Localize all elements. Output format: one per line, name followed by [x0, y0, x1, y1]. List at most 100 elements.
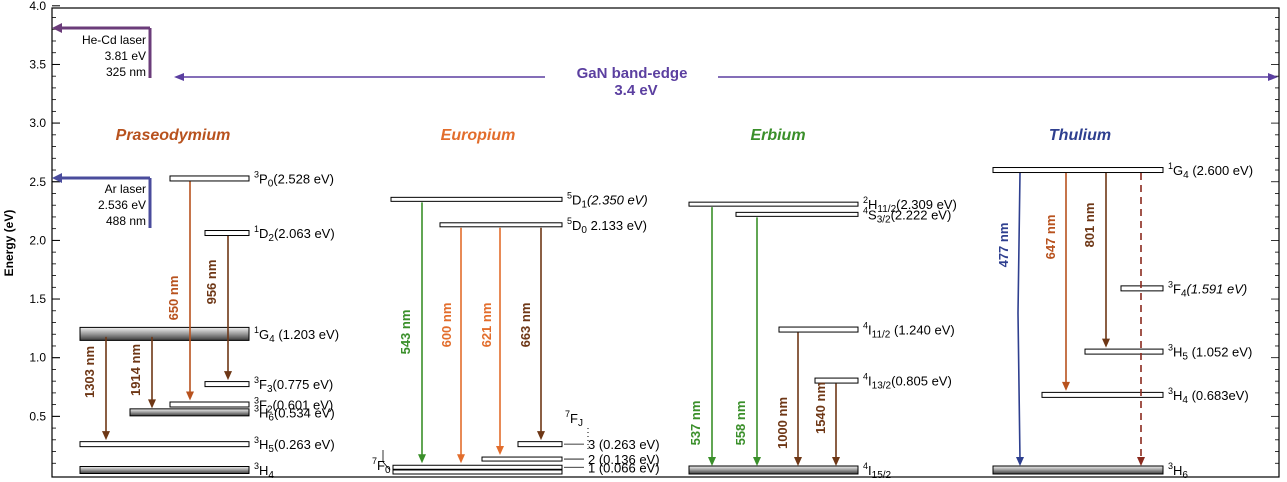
arrowhead-pr_956: [224, 371, 232, 381]
arrowhead-eu_663: [537, 431, 545, 441]
level-pr_1G4: [79, 326, 250, 341]
level-er_4I132: [814, 377, 859, 384]
gan-arrowhead-right: [1268, 73, 1278, 81]
arrowhead-tm_477: [1016, 457, 1024, 466]
arrowhead-pr_1303: [102, 431, 110, 441]
y-tick-label: 3.5: [29, 57, 46, 71]
gan-band-edge: GaN band-edge 3.4 eV: [174, 65, 1278, 99]
hecd-laser-arrowhead: [52, 23, 62, 33]
label-er_4I132: 4I13/2(0.805 eV): [863, 372, 952, 392]
label-pr_3P0: 3P0(2.528 eV): [254, 169, 334, 189]
arrowhead-tm_dashed: [1137, 457, 1145, 466]
europium-7f-manifold: [382, 428, 589, 471]
label-pr_1D2: 1D2(2.063 eV): [254, 224, 335, 244]
y-axis-label: Energy (eV): [2, 210, 16, 277]
hecd-laser-wavelength: 325 nm: [106, 65, 146, 79]
label-er_4S32: 4S3/2(2.222 eV): [863, 205, 951, 225]
eu-7f0-bracket: [382, 461, 391, 471]
label-eu_7F1: 1 (0.066 eV): [588, 460, 660, 475]
ar-laser-wavelength: 488 nm: [106, 214, 146, 228]
level-tm_1G4: [992, 167, 1164, 174]
transition-label-eu_663: 663 nm: [518, 303, 533, 348]
transition-label-pr_956: 956 nm: [204, 260, 219, 305]
label-eu_7F2: 2 (0.136 eV): [588, 452, 660, 467]
level-er_4I112: [778, 326, 859, 333]
label-tm_3H5: 3H5 (1.052 eV): [1168, 343, 1252, 363]
ar-laser: Ar laser 2.536 eV 488 nm: [52, 173, 152, 228]
level-pr_3F3: [204, 381, 250, 388]
level-eu_7F2: [481, 456, 563, 462]
level-pr_3F2: [169, 401, 250, 408]
label-eu_7F3: 3 (0.263 eV): [588, 437, 660, 452]
label-pr_3H6: 3H6(0.534 eV): [254, 403, 335, 423]
arrowhead-er_1540: [832, 457, 840, 466]
gan-title: GaN band-edge: [577, 65, 688, 82]
y-tick-label: 1.0: [29, 351, 46, 365]
arrowhead-eu_543: [418, 454, 426, 464]
transition-label-tm_801: 801 nm: [1082, 203, 1097, 248]
right-axis-ticks: [1271, 17, 1279, 464]
level-pr_3H5: [79, 441, 250, 448]
transition-label-er_537: 537 nm: [688, 401, 703, 446]
transition-label-eu_600: 600 nm: [439, 303, 454, 348]
level-er_2H112: [688, 201, 859, 207]
level-pr_3H4: [79, 466, 250, 474]
energy-levels: [79, 167, 1164, 475]
label-pr_3F2: 3F2(0.601 eV): [254, 396, 333, 416]
hecd-laser-energy: 3.81 eV: [105, 49, 146, 63]
level-eu_7F0: [392, 469, 563, 475]
y-tick-label: 2.0: [29, 233, 46, 247]
hecd-laser-name: He-Cd laser: [82, 33, 146, 47]
transition-label-eu_543: 543 nm: [398, 310, 413, 355]
label-er_4I152: 4I15/2: [863, 461, 892, 481]
level-pr_3P0: [169, 175, 250, 182]
label-tm_3H6: 3H6: [1168, 461, 1188, 481]
y-tick-label: 4.0: [29, 0, 46, 13]
hecd-laser: He-Cd laser 3.81 eV 325 nm: [52, 23, 152, 79]
level-er_4I152: [688, 465, 859, 475]
y-tick-label: 3.0: [29, 116, 46, 130]
transition-label-pr_650: 650 nm: [166, 276, 181, 321]
transition-label-tm_477: 477 nm: [996, 223, 1011, 268]
europium-title: Europium: [441, 127, 516, 144]
label-tm_3F4: 3F4(1.591 eV): [1168, 279, 1247, 299]
label-er_4I112: 4I11/2 (1.240 eV): [863, 321, 955, 341]
transition-label-eu_621: 621 nm: [479, 303, 494, 348]
y-tick-label: 2.5: [29, 175, 46, 189]
level-er_4S32: [735, 211, 859, 217]
label-eu-7FJ: 7FJ: [565, 409, 583, 429]
arrowhead-pr_1914: [148, 399, 156, 409]
transition-label-er_558: 558 nm: [733, 401, 748, 446]
plot-frame: [51, 7, 1280, 478]
y-tick-label: 0.5: [29, 409, 46, 423]
level-eu_7F3: [517, 441, 563, 448]
transition-label-pr_1914: 1914 nm: [128, 344, 143, 396]
y-tick-label: 1.5: [29, 292, 46, 306]
arrowhead-er_1000: [794, 457, 802, 466]
arrowhead-er_558: [753, 457, 761, 466]
label-pr_1G4: 1G4 (1.203 eV): [254, 325, 339, 345]
y-axis-ticks: 4.0 3.5 3.0 2.5 2.0 1.5 1.0 0.5: [29, 0, 60, 464]
label-pr_3H4: 3H4: [254, 461, 274, 481]
level-pr_1D2: [204, 230, 250, 237]
transition-label-er_1540: 1540 nm: [813, 382, 828, 434]
label-pr_3F3: 3F3(0.775 eV): [254, 375, 333, 395]
erbium-title: Erbium: [750, 127, 805, 144]
transition-label-tm_647: 647 nm: [1043, 215, 1058, 260]
label-er_2H112: 2H11/2(2.309 eV): [863, 195, 957, 215]
level-tm_3H5: [1084, 348, 1164, 355]
label-pr_3H5: 3H5(0.263 eV): [254, 435, 335, 455]
ar-laser-energy: 2.536 eV: [98, 198, 146, 212]
level-eu_5D0: [439, 222, 563, 228]
ar-laser-name: Ar laser: [105, 182, 146, 196]
level-tm_3F4: [1120, 285, 1164, 292]
label-eu_5D0: 5D0 2.133 eV): [567, 216, 647, 236]
level-labels: 3P0(2.528 eV) 1D2(2.063 eV) 1G4 (1.203 eV)…: [254, 161, 1253, 481]
arrowhead-eu_621: [496, 446, 504, 456]
arrowhead-tm_801: [1102, 338, 1110, 348]
arrowhead-tm_647: [1062, 381, 1070, 391]
label-tm_1G4: 1G4 (2.600 eV): [1168, 161, 1253, 181]
arrowhead-pr_650: [186, 391, 194, 401]
gan-value: 3.4 eV: [614, 82, 657, 99]
